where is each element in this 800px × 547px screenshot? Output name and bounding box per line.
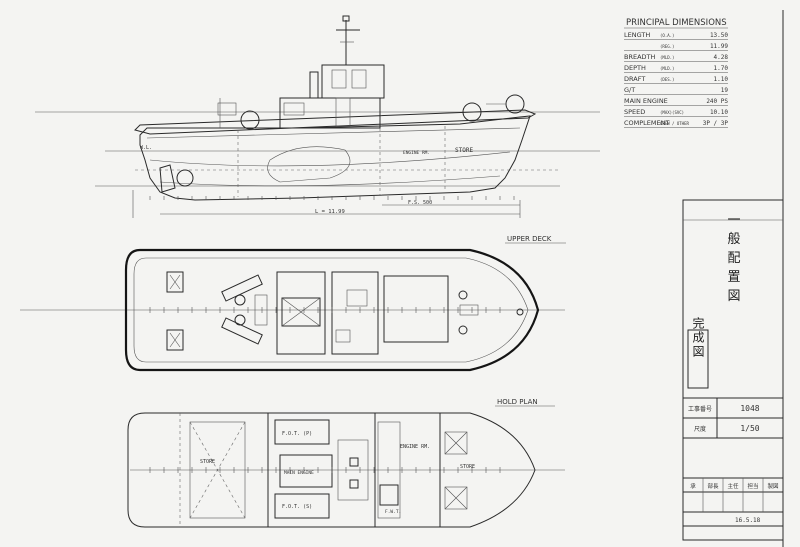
rudder: [159, 164, 176, 193]
dimension-label: DEPTH: [624, 64, 646, 72]
hold-engine-room-label: ENGINE RM.: [400, 444, 430, 450]
hold-plan-outline: [127, 412, 536, 528]
engine-hatch: [281, 297, 321, 327]
dimension-qualifier: (O.A.): [660, 33, 674, 38]
dimension-qualifier: (DES.): [660, 77, 674, 82]
hold-plan-title: HOLD PLAN: [497, 398, 538, 406]
scale-value: 1/50: [740, 424, 759, 433]
profile-waterline-label: W.L.: [140, 145, 152, 151]
exhaust-pipe: [309, 71, 319, 99]
dimensions-heading: PRINCIPAL DIMENSIONS: [626, 18, 727, 28]
upper-deck-plan: UPPER DECK: [20, 235, 566, 372]
engine-casing: [276, 271, 326, 355]
profile-engine-room-label: ENGINE RM.: [403, 150, 430, 156]
approval-header: 製図: [767, 482, 779, 490]
dimension-label: G/T: [624, 86, 635, 94]
fuel-tank-port: [274, 419, 330, 445]
approval-header: 担当: [747, 482, 758, 490]
fresh-water-tank: [379, 484, 399, 506]
wheelhouse-door: [335, 97, 351, 127]
scale-label: 尺度: [694, 425, 706, 433]
dimension-label: COMPLEMENT: [624, 119, 669, 127]
hold-main-engine-label: MAIN ENGINE: [284, 470, 314, 476]
fwd-bitt-port: [458, 290, 468, 300]
fuel-tank-stbd: [274, 493, 330, 519]
dimension-qualifier: (MLD.): [660, 55, 674, 60]
approval-header: 主任: [727, 482, 739, 490]
ship-number: 1048: [740, 404, 759, 413]
hold-fw-tank-label: F.W.T.: [385, 509, 401, 515]
dimension-qualifier: (MLD.): [660, 66, 674, 71]
principal-dimensions-table: PRINCIPAL DIMENSIONS LENGTH (O.A.) 13.50 (R…: [624, 18, 728, 128]
deckhouse: [279, 97, 381, 129]
title-block: 一般配置図 完成図 工事番号 1048 尺度 1/50 承 部長主任担当 製図 16…: [682, 199, 784, 541]
gunwale-fender: [134, 109, 537, 135]
drawing-title: 一般配置図: [725, 213, 741, 308]
upper-deck-title: UPPER DECK: [507, 235, 552, 243]
dimension-label: SPEED: [624, 108, 645, 116]
profile-store-label: STORE: [455, 147, 473, 154]
completion-stamp: [687, 329, 709, 389]
dimension-value: 240 PS: [706, 98, 728, 105]
dimension-value: 1.10: [714, 76, 729, 83]
ship-number-label: 工事番号: [688, 405, 712, 413]
hull-outline: [139, 115, 531, 201]
wheelhouse: [321, 64, 385, 99]
wheelhouse-window-1: [331, 69, 347, 89]
hold-fwd-store-label: STORE: [460, 464, 475, 470]
completion-stamp-text: 完成図: [691, 316, 705, 359]
upper-deck-outline: [124, 248, 540, 372]
aft-winch-drum: [240, 110, 260, 130]
dimension-label: MAIN ENGINE: [624, 97, 668, 105]
dimension-value: 4.28: [714, 54, 729, 61]
dimension-label: BREADTH: [624, 53, 656, 61]
wheelhouse-window-2: [351, 69, 367, 89]
registered-length-label: L = 11.99: [315, 209, 345, 215]
title-block-frame: [682, 199, 784, 541]
aft-bollard-stbd: [166, 329, 184, 351]
approval-header: 承: [690, 482, 696, 490]
dimension-value: 10.10: [710, 109, 728, 116]
dimension-value: 3P / 3P: [703, 120, 729, 127]
dimension-label: LENGTH: [624, 31, 650, 39]
fwd-bitt-stbd: [458, 325, 468, 335]
approval-header: 部長: [707, 482, 719, 490]
dimension-value: 1.70: [714, 65, 729, 72]
profile-view: ENGINE RM. STORE W.L. F.S. 500 L = 11.99: [35, 15, 600, 218]
dimension-qualifier: CREW / OTHER: [660, 121, 689, 126]
bow-stem-fitting: [516, 308, 524, 316]
propeller: [176, 169, 194, 187]
aft-bollard-port: [166, 271, 184, 293]
dimension-value: 11.99: [710, 43, 728, 50]
dimension-label: DRAFT: [624, 75, 645, 83]
dimension-value: 13.50: [710, 32, 728, 39]
drawing-date: 16.5.18: [735, 517, 761, 524]
frame-spacing-label: F.S. 500: [408, 200, 432, 206]
dimension-qualifier: (MAX)(SVC): [660, 110, 684, 115]
dimension-qualifier: (REG.): [660, 44, 674, 49]
hold-fuel-tank-port-label: F.O.T. (P): [282, 431, 312, 437]
towing-hook-assembly: [221, 274, 268, 345]
forward-store-hatch: [383, 275, 449, 343]
engine-room-bay: [337, 439, 369, 501]
hold-aft-store-label: STORE: [200, 459, 215, 465]
forward-winch-drum: [462, 102, 482, 122]
dimension-value: 19: [721, 87, 729, 94]
aft-store-compartment: [189, 421, 246, 519]
hold-plan: HOLD PLAN STORE F.O.T. (P) F.O.T. (S) MA…: [127, 398, 565, 528]
engine-sketch: [267, 146, 351, 183]
hold-fuel-tank-stbd-label: F.O.T. (S): [282, 504, 312, 510]
